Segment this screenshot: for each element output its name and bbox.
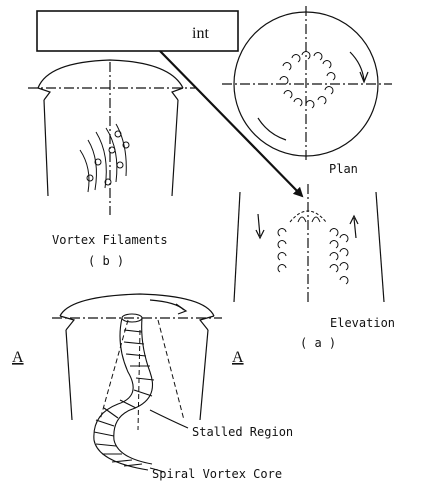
stalled-region-label: Stalled Region bbox=[192, 425, 293, 439]
callout-text: int bbox=[192, 25, 209, 42]
section-label-left: A bbox=[12, 349, 24, 366]
vortex-filaments-drawing bbox=[80, 124, 129, 192]
plan-vortex-ring bbox=[280, 52, 335, 108]
elevation-view bbox=[234, 184, 384, 305]
plan-view bbox=[222, 6, 392, 162]
figure-b-label: ( b ) bbox=[88, 254, 124, 268]
elevation-vortices bbox=[278, 211, 348, 284]
plan-label: Plan bbox=[329, 162, 358, 176]
section-label-right: A bbox=[232, 349, 244, 366]
callout-arrow bbox=[160, 51, 302, 196]
figure-a-label: ( a ) bbox=[300, 336, 336, 350]
callout-box: int bbox=[37, 11, 238, 51]
spiral-vortex-core-label: Spiral Vortex Core bbox=[152, 467, 282, 481]
vortex-filaments-label: Vortex Filaments bbox=[52, 233, 168, 247]
bottom-tube bbox=[52, 294, 222, 420]
elevation-label: Elevation bbox=[330, 316, 395, 330]
